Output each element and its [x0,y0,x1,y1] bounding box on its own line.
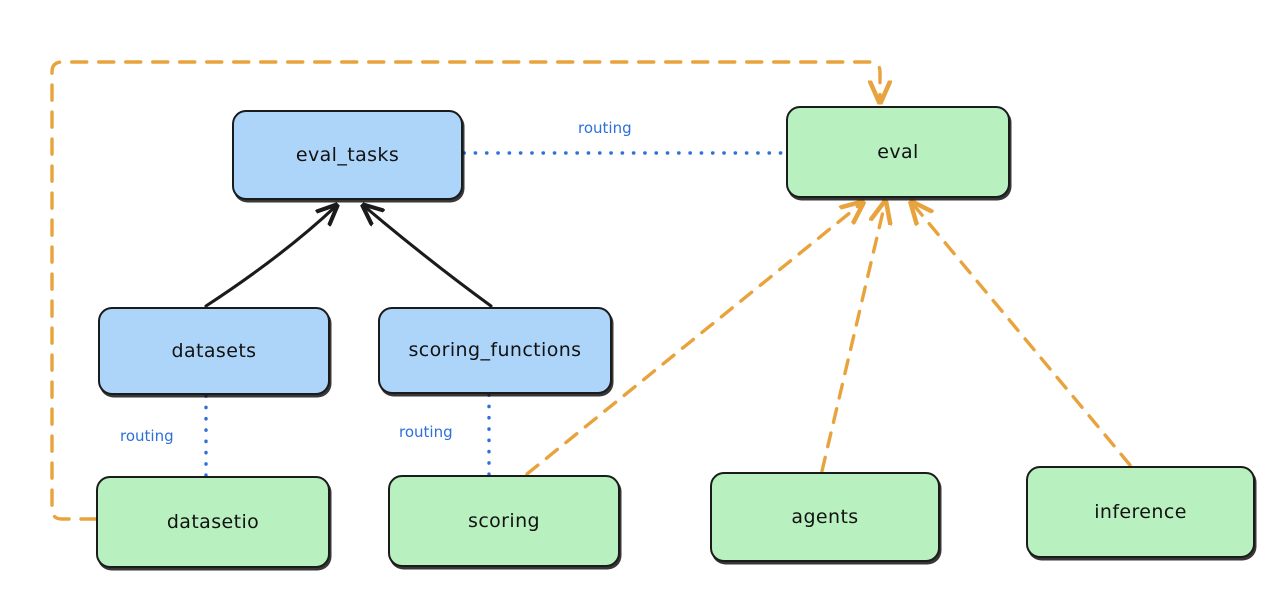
node-scoring-functions[interactable]: scoring_functions [378,307,612,394]
edge-label-routing-scoring-functions-scoring: routing [399,423,453,441]
node-datasets[interactable]: datasets [98,307,330,395]
edge-agents-to-eval [820,203,885,473]
node-label: eval [877,140,919,163]
edge-datasetio-to-eval [50,60,880,521]
edge-datasets-to-eval_tasks [204,206,336,308]
node-label: datasets [171,339,257,362]
node-datasetio[interactable]: datasetio [96,476,330,568]
node-scoring[interactable]: scoring [388,475,620,567]
node-label: datasetio [166,510,260,533]
node-inference[interactable]: inference [1026,466,1255,558]
node-label: inference [1094,500,1187,523]
node-agents[interactable]: agents [710,472,940,562]
node-label: eval_tasks [295,143,400,166]
edge-scoring_functions-to-eval_tasks [364,206,493,308]
edge-inference-to-eval [912,203,1132,467]
node-label: agents [791,505,859,528]
edge-scoring-to-eval [525,203,862,476]
node-label: scoring_functions [408,339,582,361]
edge-label-routing-datasets-datasetio: routing [120,427,174,445]
node-eval-tasks[interactable]: eval_tasks [232,110,463,200]
node-eval[interactable]: eval [786,106,1010,198]
edge-label-routing-eval-tasks-eval: routing [578,119,632,137]
node-label: scoring [468,509,540,532]
